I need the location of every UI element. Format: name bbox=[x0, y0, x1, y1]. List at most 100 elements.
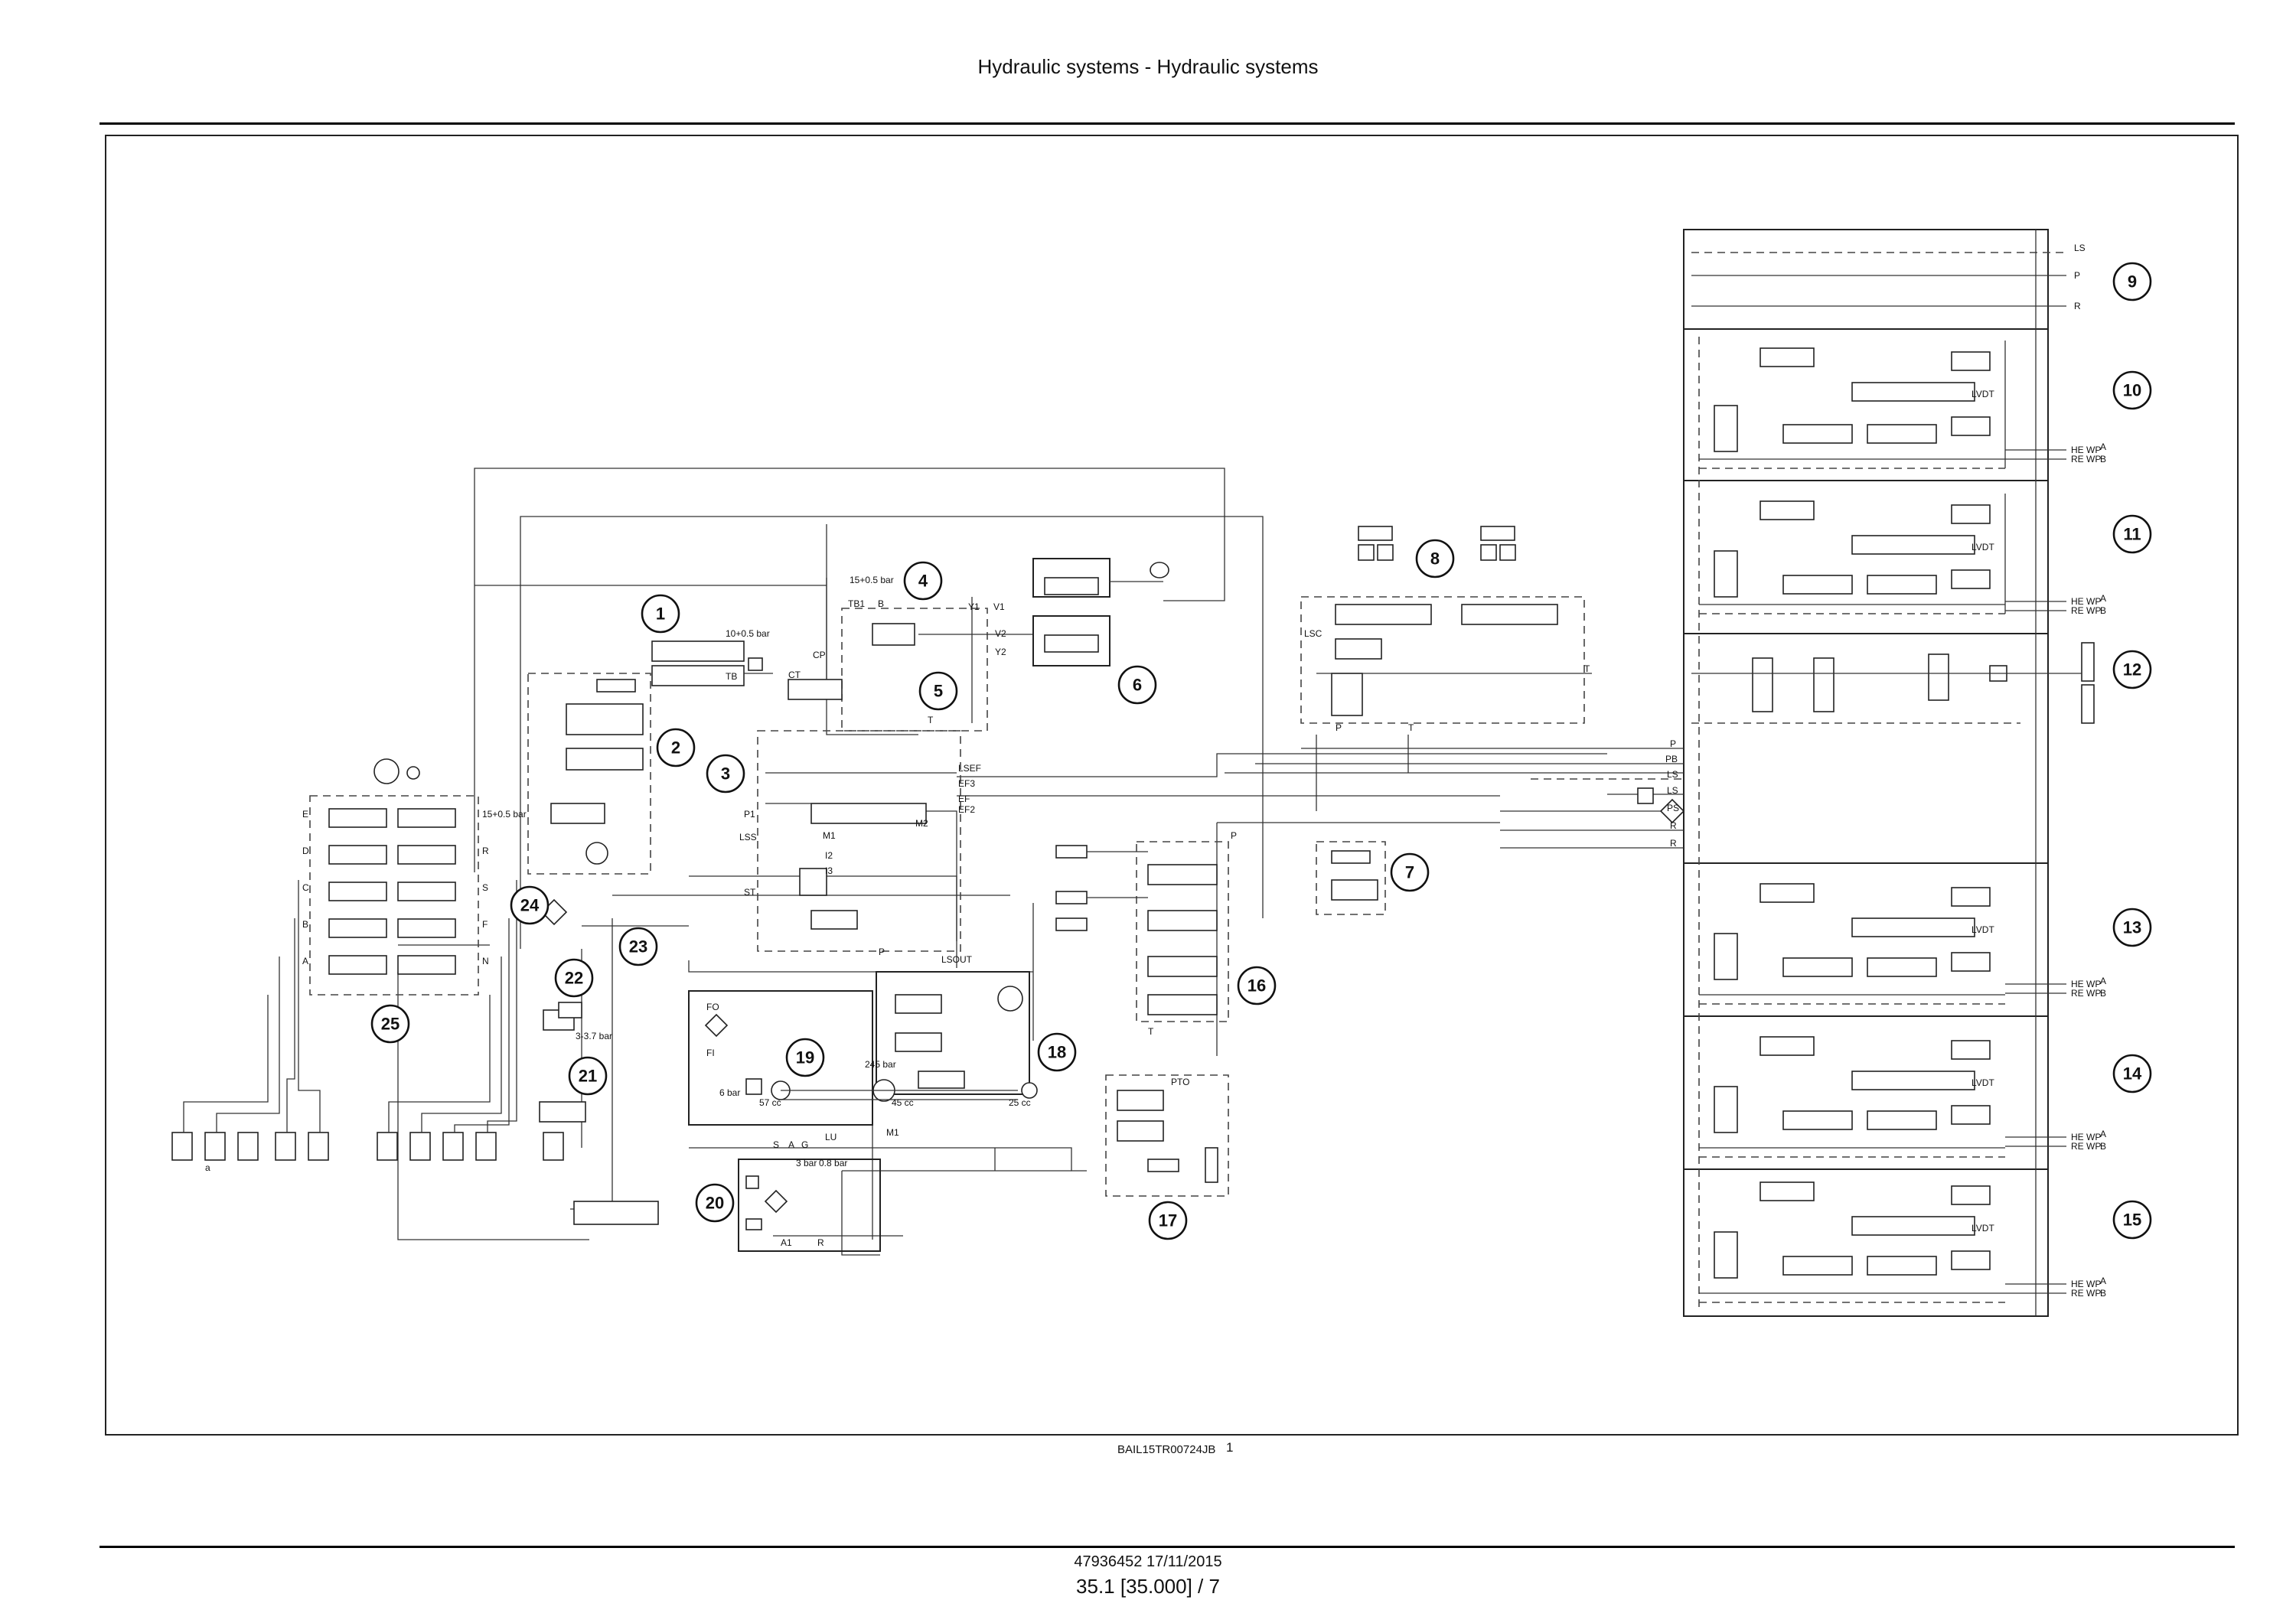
callout-4: 4 bbox=[903, 561, 943, 601]
label-v2: V2 bbox=[995, 628, 1006, 639]
component-4-5 bbox=[788, 578, 1033, 723]
label-re-wp-0: RE WP bbox=[2071, 454, 2101, 464]
svg-text:15: 15 bbox=[2123, 1211, 2141, 1230]
label-s: S bbox=[773, 1139, 779, 1150]
callout-25: 25 bbox=[370, 1004, 410, 1044]
svg-text:1: 1 bbox=[656, 605, 665, 624]
label-lsout: LSOUT bbox=[941, 954, 973, 965]
label-57cc: 57 cc bbox=[759, 1097, 781, 1108]
label-he-wp-2: HE WP bbox=[2071, 979, 2101, 989]
label-g: G bbox=[801, 1139, 808, 1150]
svg-text:14: 14 bbox=[2123, 1064, 2142, 1084]
svg-text:16: 16 bbox=[1247, 976, 1266, 996]
label-r-20: R bbox=[817, 1237, 824, 1248]
label-he-wp-1: HE WP bbox=[2071, 596, 2101, 607]
document-id: 47936452 17/11/2015 bbox=[1074, 1553, 1222, 1570]
component-17-group bbox=[1105, 1074, 1229, 1197]
label-a-small: a bbox=[205, 1162, 210, 1173]
label-i2: I2 bbox=[825, 850, 833, 861]
section-10-valves bbox=[1699, 341, 2006, 469]
callout-5: 5 bbox=[918, 671, 958, 711]
labels: 15+0.5 bar 10+0.5 bar TB1 TB B CP CT T Y… bbox=[205, 243, 2086, 1248]
callout-14: 14 bbox=[2112, 1054, 2152, 1093]
component-19 bbox=[704, 1013, 1018, 1102]
label-lsc: LSC bbox=[1304, 628, 1322, 639]
callout-16: 16 bbox=[1237, 966, 1277, 1005]
label-i3: I3 bbox=[825, 865, 833, 876]
section-15-valves bbox=[1699, 1181, 2005, 1303]
callout-11: 11 bbox=[2112, 514, 2152, 554]
svg-text:22: 22 bbox=[565, 969, 583, 988]
figure-number: 1 bbox=[1226, 1440, 1234, 1455]
label-ls-inlet: LS bbox=[1667, 769, 1678, 780]
svg-text:18: 18 bbox=[1048, 1043, 1066, 1062]
callout-15: 15 bbox=[2112, 1200, 2152, 1240]
label-port-b-1: B bbox=[2100, 605, 2106, 616]
label-25cc: 25 cc bbox=[1009, 1097, 1031, 1108]
label-s-25: S bbox=[482, 882, 488, 893]
page-title: Hydraulic systems - Hydraulic systems bbox=[977, 55, 1319, 78]
footer-rule bbox=[99, 1546, 2235, 1548]
label-t-16: T bbox=[1148, 1026, 1154, 1037]
label-tb: TB bbox=[726, 671, 737, 682]
callout-21: 21 bbox=[568, 1056, 608, 1096]
component-16 bbox=[1055, 845, 1218, 1015]
label-port-b-0: B bbox=[2100, 454, 2106, 464]
label-he-wp-4: HE WP bbox=[2071, 1279, 2101, 1289]
svg-text:17: 17 bbox=[1159, 1211, 1177, 1230]
label-pto: PTO bbox=[1171, 1077, 1189, 1087]
component-7 bbox=[1316, 841, 1386, 915]
diagram-frame bbox=[105, 135, 2239, 1436]
component-8-group bbox=[1300, 596, 1585, 724]
component-3-group bbox=[757, 730, 961, 952]
svg-text:24: 24 bbox=[520, 896, 540, 915]
label-lvdt-3: LVDT bbox=[1971, 1077, 1994, 1088]
component-18 bbox=[895, 986, 1038, 1099]
label-ef2: EF2 bbox=[958, 804, 975, 815]
section-11-valves bbox=[1699, 494, 2006, 614]
label-port-b-2: B bbox=[2100, 988, 2106, 999]
svg-text:3: 3 bbox=[721, 764, 730, 784]
label-r-inlet: R bbox=[1670, 820, 1677, 831]
label-pressure-15: 15+0.5 bar bbox=[850, 575, 894, 585]
svg-text:8: 8 bbox=[1430, 549, 1440, 569]
callout-1: 1 bbox=[641, 594, 680, 634]
label-t-8b: T bbox=[1584, 663, 1590, 674]
svg-text:21: 21 bbox=[579, 1067, 597, 1086]
svg-text:6: 6 bbox=[1133, 676, 1142, 695]
component-25 bbox=[328, 758, 456, 975]
component-25-group bbox=[309, 795, 479, 996]
label-ps-inlet: PS bbox=[1667, 803, 1679, 813]
callout-13: 13 bbox=[2112, 908, 2152, 947]
label-re-wp-1: RE WP bbox=[2071, 605, 2101, 616]
label-lsef: LSEF bbox=[958, 763, 981, 774]
label-p-3: P bbox=[879, 947, 885, 957]
label-he-wp-3: HE WP bbox=[2071, 1132, 2101, 1142]
label-r-25: R bbox=[482, 846, 489, 856]
label-re-wp-3: RE WP bbox=[2071, 1141, 2101, 1152]
component-6 bbox=[1032, 558, 1169, 666]
svg-text:7: 7 bbox=[1405, 863, 1414, 882]
label-port-a-3: A bbox=[2100, 1129, 2106, 1139]
callout-17: 17 bbox=[1148, 1201, 1188, 1240]
callout-9: 9 bbox=[2112, 262, 2152, 301]
label-lvdt-4: LVDT bbox=[1971, 1223, 1994, 1234]
callout-8: 8 bbox=[1415, 539, 1455, 578]
label-pb-inlet: PB bbox=[1665, 754, 1678, 764]
label-lu: LU bbox=[825, 1132, 837, 1142]
label-ls2-inlet: LS bbox=[1667, 785, 1678, 796]
label-port-a-0: A bbox=[2100, 442, 2106, 452]
svg-text:25: 25 bbox=[381, 1015, 400, 1034]
svg-text:10: 10 bbox=[2123, 381, 2141, 400]
component-19-group bbox=[688, 990, 873, 1126]
svg-text:5: 5 bbox=[934, 682, 943, 701]
label-y1: Y1 bbox=[968, 601, 980, 612]
label-n-25: N bbox=[482, 956, 489, 966]
label-re-wp-2: RE WP bbox=[2071, 988, 2101, 999]
callout-6: 6 bbox=[1117, 665, 1157, 705]
label-lvdt-0: LVDT bbox=[1971, 389, 1994, 399]
label-pressure-10: 10+0.5 bar bbox=[726, 628, 770, 639]
label-t: T bbox=[928, 715, 934, 725]
callout-23: 23 bbox=[618, 927, 658, 966]
